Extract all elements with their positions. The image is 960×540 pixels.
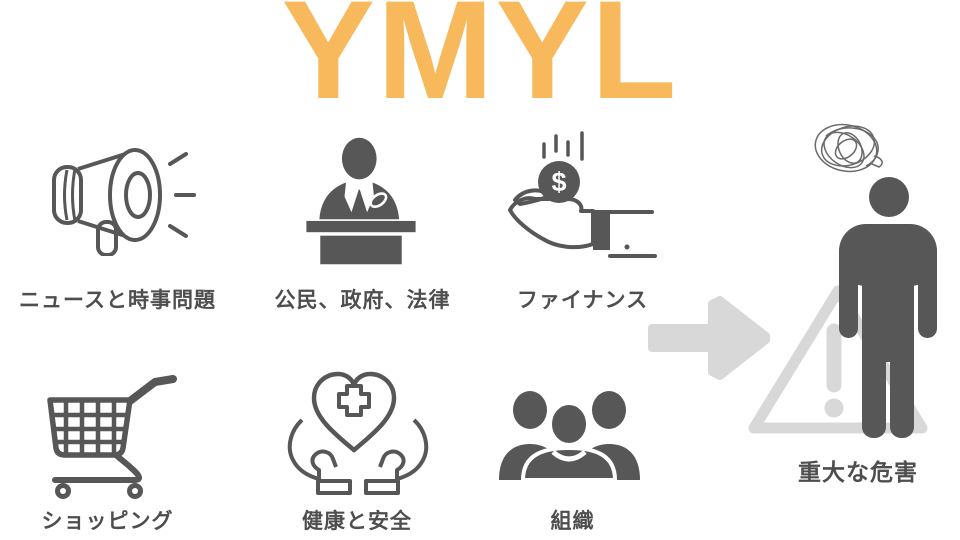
money-hand-icon: $: [500, 130, 660, 260]
megaphone-icon: [38, 138, 196, 256]
heart-cross-hands-icon: [278, 360, 438, 495]
page-title: YMYL: [281, 0, 679, 128]
label-organization: 組織: [550, 510, 595, 533]
label-news: ニュースと時事問題: [19, 289, 216, 312]
arrow-right-icon: [646, 296, 772, 382]
label-health-safety: 健康と安全: [302, 510, 412, 533]
label-civics-government-law: 公民、政府、法律: [274, 289, 451, 312]
people-group-icon: [497, 388, 647, 483]
podium-speaker-icon: [288, 136, 434, 266]
dollar-symbol: $: [551, 167, 566, 197]
person-silhouette-icon: [836, 176, 940, 446]
shopping-cart-icon: [45, 368, 180, 503]
label-shopping: ショッピング: [41, 510, 174, 533]
label-serious-harm: 重大な危害: [798, 459, 918, 485]
label-finance: ファイナンス: [516, 289, 649, 312]
confused-scribble-icon: [806, 116, 890, 182]
